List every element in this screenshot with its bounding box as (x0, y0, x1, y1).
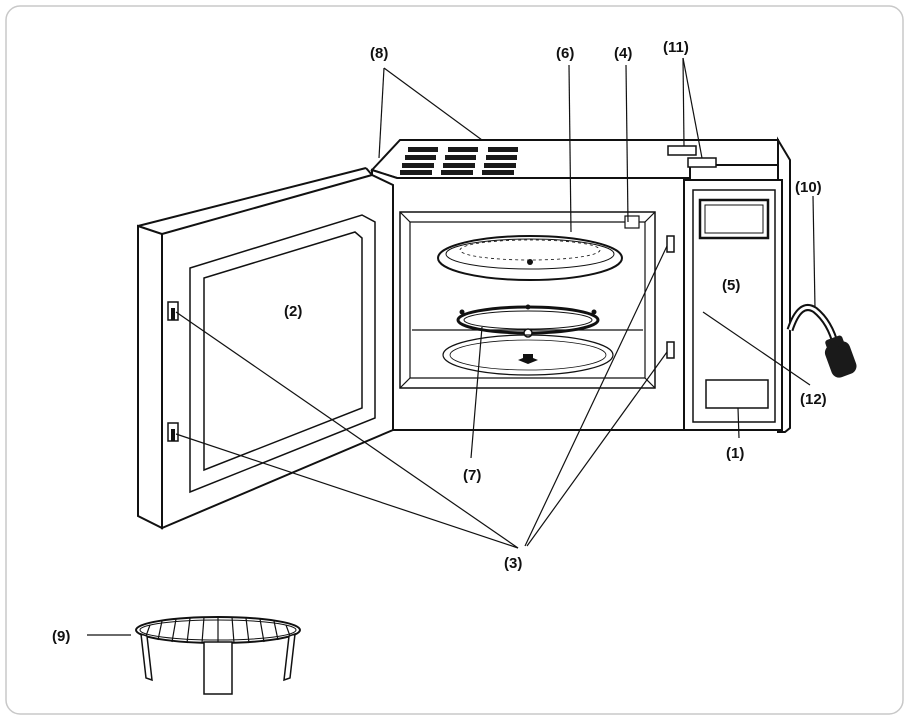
label-1: (1) (726, 445, 744, 462)
display-window (698, 198, 770, 240)
waveguide-cover (624, 215, 640, 229)
top-feature-b (687, 157, 717, 168)
label-3: (3) (504, 555, 522, 572)
label-4: (4) (614, 45, 632, 62)
door-hook-upper (167, 301, 179, 321)
door-window (203, 231, 363, 472)
latch-slot-upper (666, 235, 675, 253)
cavity-floor-dish (442, 334, 614, 376)
door-hook-lower (167, 422, 179, 442)
glass-tray (437, 235, 623, 281)
turntable-shaft (518, 354, 538, 364)
label-5: (5) (722, 277, 740, 294)
label-11: (11) (663, 39, 689, 56)
label-7: (7) (463, 467, 481, 484)
power-plug (824, 335, 857, 378)
label-2: (2) (284, 303, 302, 320)
label-8: (8) (370, 45, 388, 62)
oven-body (370, 136, 791, 433)
label-9: (9) (52, 628, 70, 645)
callout-labels: (1) (2) (3) (4) (5) (6) (7) (8) (9) (10)… (52, 39, 827, 645)
control-panel (683, 179, 783, 431)
label-12: (12) (800, 391, 827, 408)
grill-rack (135, 616, 301, 695)
label-6: (6) (556, 45, 574, 62)
power-cord (786, 304, 857, 378)
leader-lines (87, 57, 816, 636)
top-feature-a (667, 145, 697, 156)
oven-door (137, 167, 394, 530)
door-window-frame (189, 214, 376, 494)
label-10: (10) (795, 179, 822, 196)
latch-slot-lower (666, 341, 675, 359)
door-release-button (705, 379, 769, 409)
roller-ring (456, 304, 600, 338)
top-vents (400, 147, 518, 175)
